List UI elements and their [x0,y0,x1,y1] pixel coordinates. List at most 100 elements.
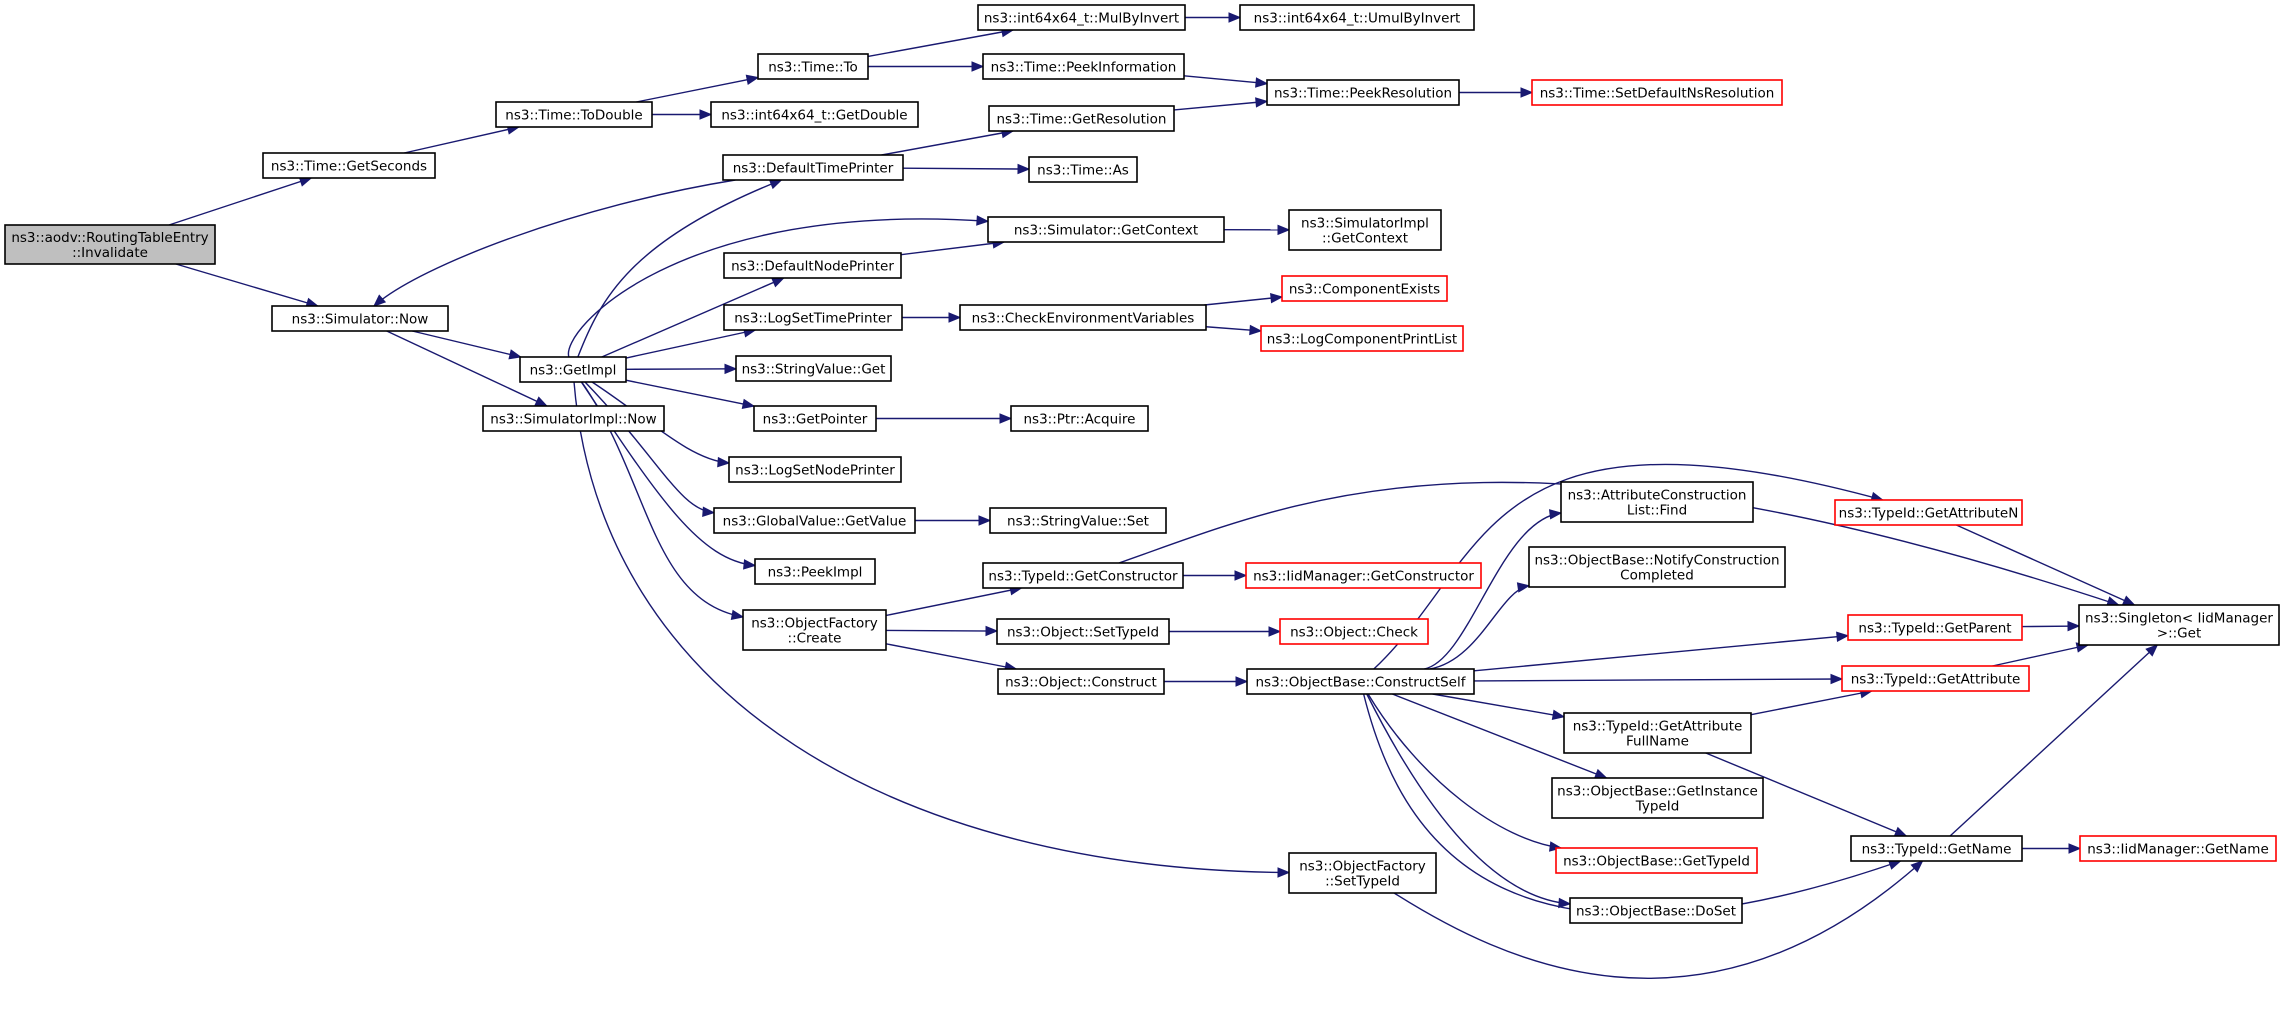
edge-n20-n21 [1204,292,1284,306]
node-n13[interactable]: ns3::Time::As [1028,156,1138,183]
node-label: ns3::Time::GetSeconds [271,159,427,175]
node-n12[interactable]: ns3::DefaultTimePrinter [722,154,904,181]
edge-line [1750,690,1872,716]
edge-n17-n23 [625,363,738,375]
node-n5[interactable]: ns3::int64x64_t::GetDouble [710,101,919,128]
node-n27[interactable]: ns3::GlobalValue::GetValue [713,507,916,534]
node-n6[interactable]: ns3::int64x64_t::MulByInvert [977,4,1186,31]
node-n14[interactable]: ns3::Simulator::GetContext [987,216,1225,243]
node-box [723,304,903,331]
node-n41[interactable]: ns3::TypeId::GetAttribute [1841,665,2030,692]
node-n21[interactable]: ns3::ComponentExists [1281,275,1448,302]
node-n34[interactable]: ns3::Object::Check [1279,618,1429,645]
node-box [482,405,665,432]
node-n45[interactable]: ns3::ObjectBase::GetTypeId [1555,847,1758,874]
node-n24[interactable]: ns3::GetPointer [753,405,877,432]
node-label: ns3::StringValue::Set [1007,514,1149,530]
node-label: ns3::TypeId::GetAttribute [1851,672,2021,688]
node-n26[interactable]: ns3::LogSetNodePrinter [728,456,902,483]
arrowhead [1234,570,1248,581]
edge-line [1366,693,1571,905]
node-box [988,105,1175,132]
node-n39[interactable]: ns3::TypeId::GetAttributeN [1834,499,2023,526]
node-n4[interactable]: ns3::Time::To [757,53,869,80]
node-label: ::SetTypeId [1325,874,1400,890]
arrowhead [1249,324,1263,336]
node-n30[interactable]: ns3::ObjectFactory::Create [742,609,887,651]
node-n15[interactable]: ns3::SimulatorImpl::GetContext [1288,209,1442,251]
arrowhead [1893,826,1908,837]
node-n29[interactable]: ns3::PeekImpl [754,558,876,585]
node-n48[interactable]: ns3::IidManager::GetName [2079,835,2277,862]
node-n33[interactable]: ns3::Object::SetTypeId [996,618,1170,645]
edge-line [867,29,1014,58]
edge-line [1392,693,1607,779]
edge-line [900,241,1005,256]
edge-n30-n33 [885,625,999,637]
node-n2[interactable]: ns3::Simulator::Now [271,305,449,332]
node-n42[interactable]: ns3::Singleton< IidManager>::Get [2078,604,2280,646]
node-n36[interactable]: ns3::ObjectBase::ConstructSelf [1246,668,1475,695]
node-n38[interactable]: ns3::ObjectBase::NotifyConstructionCompl… [1528,546,1786,588]
node-n46[interactable]: ns3::ObjectBase::DoSet [1569,897,1743,924]
arrowhead [373,294,387,307]
node-n49[interactable]: ns3::ObjectFactory::SetTypeId [1288,852,1437,894]
node-box [728,456,902,483]
edge-line [1705,752,1907,837]
node-n31[interactable]: ns3::TypeId::GetConstructor [982,562,1184,589]
node-n28[interactable]: ns3::StringValue::Set [989,507,1167,534]
node-n40[interactable]: ns3::TypeId::GetParent [1847,614,2023,641]
edge-n12-n11 [881,127,1015,156]
node-n25[interactable]: ns3::Ptr::Acquire [1010,405,1149,432]
node-n1[interactable]: ns3::Time::GetSeconds [262,152,436,179]
node-n35[interactable]: ns3::Object::Construct [997,668,1165,695]
arrowhead [702,506,716,517]
node-n23[interactable]: ns3::StringValue::Get [735,355,892,382]
node-box [1569,897,1743,924]
arrowhead [745,74,760,85]
node-label: ns3::PeekImpl [768,565,863,581]
edge-n24-n25 [876,413,1013,424]
node-n9[interactable]: ns3::Time::PeekResolution [1266,79,1460,106]
node-n32[interactable]: ns3::IidManager::GetConstructor [1245,562,1482,589]
node-n17[interactable]: ns3::GetImpl [519,356,627,383]
edge-line [1183,75,1268,85]
node-n0[interactable]: ns3::aodv::RoutingTableEntry::Invalidate [4,224,216,265]
node-label: ns3::SimulatorImpl [1301,216,1429,232]
node-label: ns3::Time::To [768,60,858,76]
node-n19[interactable]: ns3::LogSetTimePrinter [723,304,903,331]
node-n47[interactable]: ns3::TypeId::GetName [1850,835,2023,862]
node-box [1260,325,1464,352]
node-label: FullName [1626,734,1689,750]
node-n20[interactable]: ns3::CheckEnvironmentVariables [959,304,1207,331]
node-n3[interactable]: ns3::Time::ToDouble [495,101,653,128]
arrowhead [985,625,999,637]
edge-line [573,381,1290,874]
node-n8[interactable]: ns3::Time::PeekInformation [982,53,1185,80]
edge-line [1367,693,1562,849]
arrowhead [1268,626,1282,637]
node-label: ::Create [788,631,842,647]
node-box [2079,835,2277,862]
node-n22[interactable]: ns3::LogComponentPrintList [1260,325,1464,352]
edge-n43-n41 [1750,688,1874,716]
edge-n20-n22 [1205,324,1263,336]
arrowhead [508,349,523,360]
node-n11[interactable]: ns3::Time::GetResolution [988,105,1175,132]
node-box [1288,852,1437,894]
node-label: ns3::ObjectBase::GetTypeId [1563,854,1750,870]
node-n18[interactable]: ns3::SimulatorImpl::Now [482,405,665,432]
arrowhead [1235,676,1249,687]
node-label: ::GetContext [1322,231,1408,247]
node-n10[interactable]: ns3::Time::SetDefaultNsResolution [1531,79,1783,106]
node-label: ns3::Object::Check [1290,625,1418,641]
node-box [742,609,887,651]
node-label: ns3::Simulator::Now [292,312,429,328]
node-label: ns3::GlobalValue::GetValue [723,514,907,530]
node-box [4,224,216,265]
node-n16[interactable]: ns3::DefaultNodePrinter [723,252,902,279]
node-n7[interactable]: ns3::int64x64_t::UmulByInvert [1239,4,1475,31]
